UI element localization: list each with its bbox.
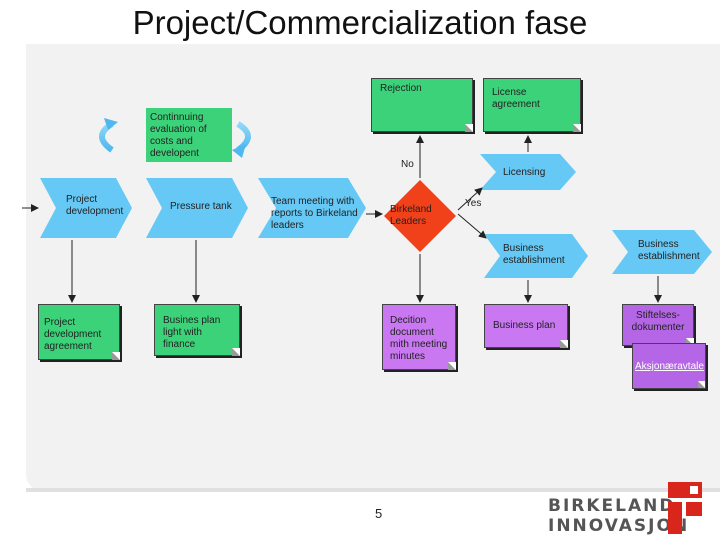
cycle-arrow-left-head-icon	[104, 118, 118, 130]
pressure-tank-label: Pressure tank	[170, 201, 232, 212]
team-meeting-label: Team meeting with reports to Birkeland l…	[271, 196, 358, 231]
doc-aksjonaeravtale[interactable]: Aksjonæravtale	[632, 343, 706, 389]
doc-decision-document: Decition document mith meeting minutes	[382, 304, 456, 370]
birkeland-leaders-label: Birkeland Leaders	[390, 204, 432, 227]
cycle-arrow-right-head-icon	[232, 144, 246, 158]
decision-document-label: Decition document mith meeting minutes	[390, 315, 448, 362]
decision-diamond	[384, 180, 456, 252]
yes-label: Yes	[465, 198, 482, 209]
chevron-project-development	[40, 178, 132, 238]
doc-stiftelses: Stiftelses-dokumenter	[622, 304, 694, 346]
no-label: No	[401, 159, 414, 170]
stiftelses-label: Stiftelses-dokumenter	[631, 310, 685, 333]
license-agreement-label: License agreement	[492, 87, 540, 110]
page-number: 5	[375, 506, 383, 521]
logo-text-line2: INNOVASJON	[548, 516, 690, 536]
arrow-yes-licensing	[457, 187, 483, 211]
note-continuing-evaluation: Continnuing evaluation of costs and deve…	[146, 108, 232, 162]
continuing-evaluation-label: Continnuing evaluation of costs and deve…	[150, 112, 207, 159]
chevron-licensing	[480, 154, 576, 190]
doc-project-dev-agreement: Project development agreement	[38, 304, 120, 360]
logo-mark-icon	[668, 482, 702, 534]
page-title: Project/Commercialization fase	[132, 4, 588, 41]
business-plan-light-label: Busines plan light with finance	[163, 315, 221, 350]
chevron-business-establishment-2	[612, 230, 712, 274]
doc-business-plan: Business plan	[484, 304, 568, 348]
business-establishment-2-label: Business establishment	[638, 239, 700, 262]
business-plan-label: Business plan	[493, 320, 556, 331]
background-shadow	[26, 488, 720, 492]
doc-business-plan-light: Busines plan light with finance	[154, 304, 240, 356]
licensing-label: Licensing	[503, 167, 546, 178]
project-development-label: Project development	[66, 194, 124, 217]
doc-license-agreement: License agreement	[483, 78, 581, 132]
chevron-business-establishment-1	[484, 234, 588, 278]
logo-text-line1: BIRKELAND	[548, 496, 676, 516]
aksjonaeravtale-link[interactable]: Aksjonæravtale	[635, 361, 704, 372]
rejection-label: Rejection	[380, 83, 422, 94]
project-dev-agreement-label: Project development agreement	[44, 317, 102, 352]
chevron-pressure-tank	[146, 178, 248, 238]
chevron-team-meeting	[258, 178, 366, 238]
doc-rejection: Rejection	[371, 78, 473, 132]
business-establishment-1-label: Business establishment	[503, 243, 565, 266]
arrow-yes-business	[457, 213, 487, 239]
